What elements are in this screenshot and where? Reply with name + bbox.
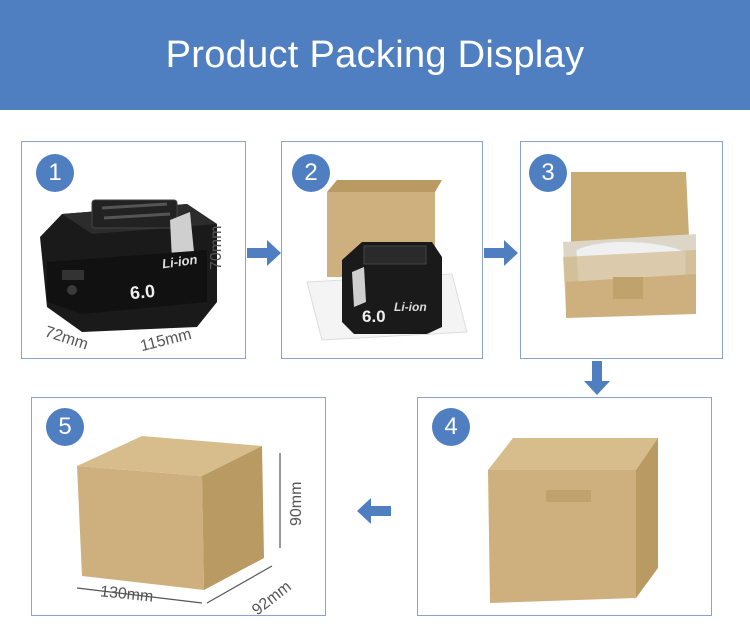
panel-step-4: 4	[417, 397, 712, 616]
battery-capacity-label: 6.0	[362, 307, 386, 326]
arrow-right-icon	[484, 240, 518, 266]
step-badge-4: 4	[432, 408, 470, 446]
page-header: Product Packing Display	[0, 0, 750, 110]
panel-step-2: 2 6.0 Li-ion	[281, 141, 483, 359]
arrow-left-icon	[357, 498, 391, 524]
panel-step-1: 1 6.0 Li-ion 70mm 72mm 115mm	[21, 141, 246, 359]
dimension-height-label: 70mm	[208, 225, 225, 270]
step-badge-5: 5	[46, 408, 84, 446]
step-badge-2: 2	[292, 154, 330, 192]
battery-illustration	[40, 199, 217, 332]
battery-type-label: Li-ion	[394, 300, 427, 314]
dimension-height-label: 90mm	[288, 481, 305, 526]
arrow-right-icon	[247, 240, 281, 266]
step-badge-3: 3	[529, 154, 567, 192]
panel-step-3: 3	[520, 141, 723, 359]
step-badge-1: 1	[36, 154, 74, 192]
open-box-illustration	[563, 172, 696, 318]
panel-step-5: 5 90mm 130mm 92mm	[31, 397, 326, 619]
dimensioned-box-illustration	[76, 436, 281, 604]
closed-box-illustration	[488, 438, 658, 603]
arrow-down-icon	[584, 361, 610, 395]
battery-capacity-label: 6.0	[128, 280, 156, 304]
box-and-battery-illustration	[306, 180, 468, 341]
page-title: Product Packing Display	[165, 33, 585, 76]
